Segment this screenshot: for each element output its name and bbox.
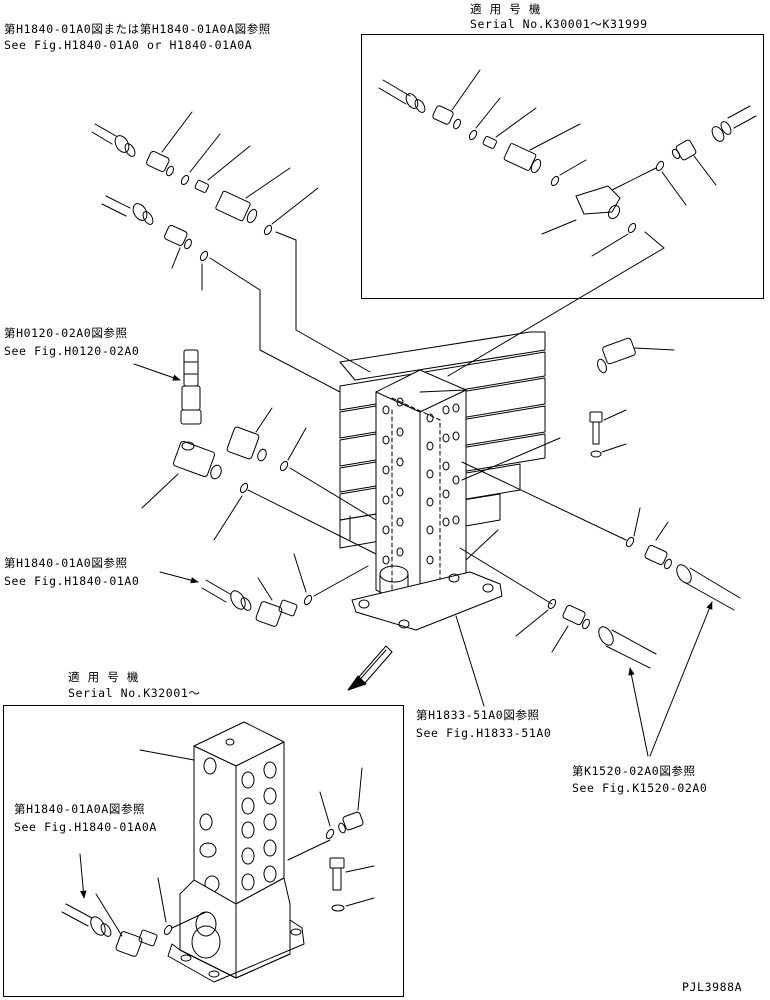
ref-h1840-01a0a-jp: 第H1840-01A0A図参照 <box>14 802 146 816</box>
inset-valve-ports <box>241 761 277 891</box>
inset-bottom-title: 適 用 号 機 <box>68 670 139 684</box>
inset-top-parts <box>378 69 757 377</box>
ref-h0120-02a0-jp: 第H0120-02A0図参照 <box>4 326 128 340</box>
ref-h1840-01a0-jp: 第H1840-01A0図参照 <box>4 556 128 570</box>
ref-h1833-51a0-en: See Fig.H1833-51A0 <box>416 726 552 740</box>
ref-h1840-01a0a-en: See Fig.H1840-01A0A <box>14 820 157 834</box>
valve-ports <box>382 397 460 565</box>
inset-top-serial: Serial No.K30001〜K31999 <box>470 17 648 31</box>
drawing-number: PJL3988A <box>682 980 743 994</box>
inset-frame-bottom <box>3 705 404 997</box>
ref-k1520-02a0-en: See Fig.K1520-02A0 <box>572 781 708 795</box>
ref-k1520-02a0-jp: 第K1520-02A0図参照 <box>572 764 696 778</box>
ref-h1833-51a0-jp: 第H1833-51A0図参照 <box>416 708 540 722</box>
left-lower-parts <box>159 553 393 691</box>
ref-h1840-01a0-en: See Fig.H1840-01A0 <box>4 574 140 588</box>
right-side-parts <box>515 337 741 757</box>
inset-bottom-parts <box>61 721 375 983</box>
ref-h0120-02a0-en: See Fig.H0120-02A0 <box>4 344 140 358</box>
ref-h1840-01a0-or-a-en: See Fig.H1840-01A0 or H1840-01A0A <box>4 38 253 52</box>
main-valve-assembly <box>339 331 627 707</box>
inset-top-title: 適 用 号 機 <box>470 2 541 16</box>
inset-frame-top <box>361 34 764 299</box>
left-upper-fittings <box>91 111 371 393</box>
ref-h1840-01a0-or-a-jp: 第H1840-01A0図または第H1840-01A0A図参照 <box>4 22 271 36</box>
left-mid-parts <box>133 349 381 557</box>
inset-bottom-serial: Serial No.K32001〜 <box>68 686 201 700</box>
